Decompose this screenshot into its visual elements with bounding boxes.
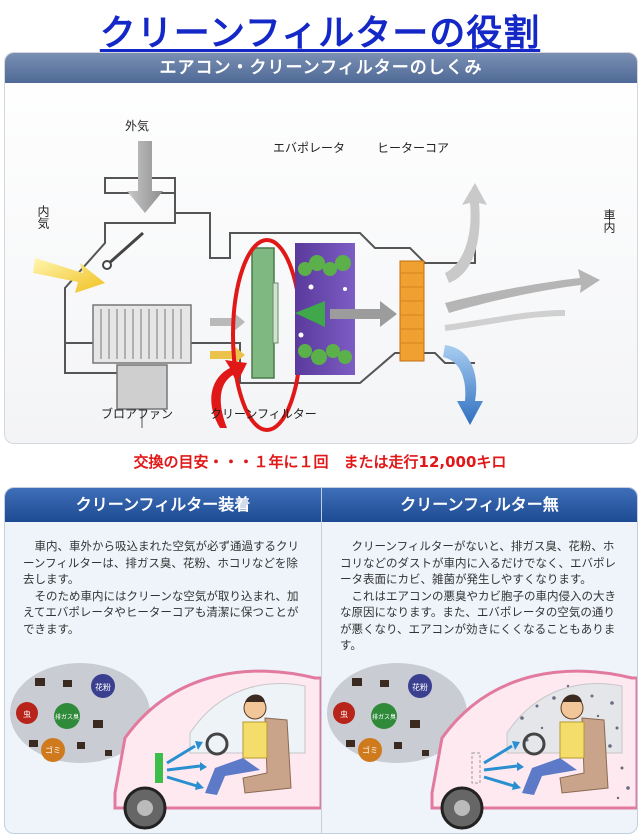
panel-with-filter-header: クリーンフィルター装着	[5, 488, 321, 522]
exhaust-label: 排ガス臭	[372, 713, 396, 721]
evaporator-mold	[298, 255, 352, 365]
panel-without-filter-paragraph: クリーンフィルターがないと、排ガス臭、花粉、ホコリなどのダストが車内に入るだけで…	[340, 539, 616, 586]
insect-icon	[333, 702, 355, 724]
page-title: クリーンフィルターの役割	[0, 4, 640, 56]
air-arrow-to-filter	[210, 312, 245, 332]
page-title-text: クリーンフィルターの役割	[99, 13, 541, 54]
pollen-label: 花粉	[95, 682, 111, 692]
dust-particles	[29, 678, 112, 756]
damper-flap	[106, 231, 144, 267]
exhaust-icon	[371, 703, 397, 729]
label-heater-core: ヒーターコア	[377, 141, 450, 155]
replacement-interval-note: 交換の目安・・・１年に１回 または走行12,000キロ	[133, 453, 507, 471]
filter-slot-empty	[471, 752, 481, 784]
car-illustration-with-filter: 花粉 虫 排ガス臭 ゴミ	[10, 663, 321, 830]
panel-without-filter: クリーンフィルター無 クリーンフィルターがないと、排ガス臭、花粉、ホコリなどのダ…	[322, 488, 637, 833]
label-outside-air: 外気	[125, 119, 150, 133]
comparison-panels: クリーンフィルター装着 車内、車外から吸込まれた空気が必ず通過するクリーンフィル…	[4, 487, 638, 834]
label-evaporator: エバポレータ	[273, 141, 346, 155]
steering-wheel	[522, 732, 546, 756]
pollen-icon	[408, 674, 432, 698]
aircon-diagram: エアコン・クリーンフィルターのしくみ	[4, 52, 638, 444]
duct-lower	[64, 343, 125, 374]
filter-element	[155, 753, 163, 783]
steering-wheel	[205, 732, 229, 756]
air-arrow-to-heater	[330, 301, 397, 327]
label-clean-filter: クリーンフィルター	[210, 407, 317, 421]
pollen-label: 花粉	[412, 682, 428, 692]
air-out-mid	[444, 310, 566, 331]
panel-without-filter-text: クリーンフィルターがないと、排ガス臭、花粉、ホコリなどのダストが車内に入るだけで…	[340, 538, 624, 654]
evaporator-cone	[295, 301, 325, 327]
clean-airflow-arrows	[166, 744, 201, 788]
panel-with-filter: クリーンフィルター装着 車内、車外から吸込まれた空気が必ず通過するクリーンフィル…	[5, 488, 322, 833]
dust-icon	[358, 738, 382, 762]
blower-fan-fins	[100, 309, 182, 359]
dust-label: ゴミ	[362, 745, 378, 755]
exhaust-icon	[54, 703, 80, 729]
blower-fan-motor	[116, 364, 168, 410]
pollutant-cloud	[327, 663, 467, 763]
air-out-up	[445, 183, 487, 283]
driver-legs	[205, 758, 260, 795]
inside-air-arrow	[33, 258, 105, 293]
air-arrow-to-filter-2	[210, 345, 245, 365]
panel-without-filter-header: クリーンフィルター無	[322, 488, 637, 522]
insect-label: 虫	[340, 709, 348, 719]
driver-body	[242, 721, 268, 759]
label-blower-fan: ブロアファン	[101, 407, 174, 421]
insect-label: 虫	[23, 709, 31, 719]
blower-fan-body	[92, 304, 192, 364]
cabin-dust-particles	[520, 684, 630, 800]
dust-particles	[346, 678, 429, 756]
panel-with-filter-paragraph: そのため車内にはクリーンな空気が取り込まれ、加えてエバポレータやヒーターコアも清…	[23, 588, 299, 636]
dirty-airflow-arrows	[483, 744, 518, 788]
panel-with-filter-paragraph: 車内、車外から吸込まれた空気が必ず通過するクリーンフィルターは、排ガス臭、花粉、…	[23, 539, 299, 586]
panel-without-filter-paragraph: これはエアコンの悪臭やカビ胞子の車内侵入の大きな原因になります。また、エバポレー…	[340, 588, 616, 653]
dust-label: ゴミ	[45, 745, 61, 755]
outside-air-arrow	[127, 141, 163, 213]
airflow-diagram-svg	[33, 141, 600, 432]
clean-filter	[251, 247, 275, 379]
car-illustration-without-filter: 花粉 虫 排ガス臭 ゴミ	[327, 663, 637, 830]
panel-with-filter-text: 車内、車外から吸込まれた空気が必ず通過するクリーンフィルターは、排ガス臭、花粉、…	[23, 538, 307, 637]
driver-legs	[522, 758, 577, 795]
heater-core	[399, 260, 425, 362]
label-inside-air: 内気	[36, 205, 50, 229]
driver-body	[559, 721, 585, 759]
air-out-cool	[443, 345, 483, 425]
filter-pointer-arrow	[211, 360, 247, 428]
pollen-icon	[91, 674, 115, 698]
diagram-header: エアコン・クリーンフィルターのしくみ	[5, 53, 637, 83]
dust-icon	[41, 738, 65, 762]
insect-icon	[16, 702, 38, 724]
air-out-cabin	[445, 269, 600, 313]
pollutant-cloud	[10, 663, 150, 763]
exhaust-label: 排ガス臭	[55, 713, 79, 721]
label-cabin: 車内	[602, 209, 616, 233]
